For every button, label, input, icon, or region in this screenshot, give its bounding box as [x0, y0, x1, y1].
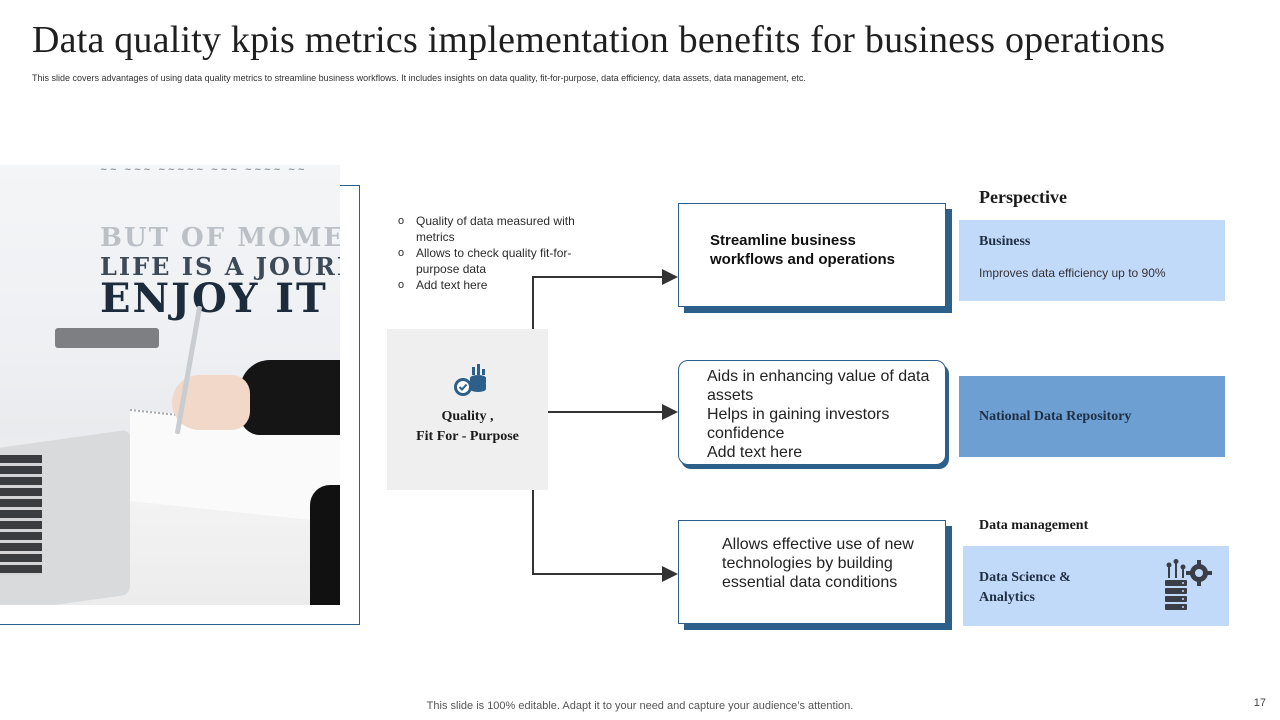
slide-title: Data quality kpis metrics implementation… — [32, 19, 1166, 61]
writing-photo: ~~ ~~~ ~~~~~ ~~~ ~~~~ ~~ BUT OF MOMENT L… — [0, 165, 340, 605]
panel-data-science: Data Science & Analytics — [963, 546, 1229, 626]
quality-box: Quality , Fit For - Purpose — [387, 329, 548, 490]
bullet-item: Add text here — [398, 277, 578, 293]
phone — [55, 328, 159, 348]
card-text: Aids in enhancing value of data assets H… — [707, 367, 942, 462]
card-streamline: Streamline business workflows and operat… — [678, 203, 946, 307]
card-line: Helps in gaining investors confidence — [707, 406, 890, 442]
panel-national-data-repository: National Data Repository — [959, 376, 1225, 457]
panel-business: Business Improves data efficiency up to … — [959, 220, 1225, 301]
card-line: Aids in enhancing value of data assets — [707, 368, 930, 404]
wall-text-line-3: ENJOY IT — [100, 275, 328, 322]
wall-faint-text: ~~ ~~~ ~~~~~ ~~~ ~~~~ ~~ — [100, 165, 307, 175]
card-technologies: Allows effective use of new technologies… — [678, 520, 946, 624]
bullet-item: Quality of data measured with metrics — [398, 213, 578, 245]
quality-label: Quality , Fit For - Purpose — [387, 407, 548, 447]
wall-text-line-1: BUT OF MOMENT — [100, 223, 340, 253]
server-gear-icon — [1165, 559, 1212, 610]
connector-bottom — [532, 490, 678, 582]
laptop-keyboard — [0, 455, 42, 575]
quality-label-line1: Quality , — [441, 409, 494, 424]
panel-body: Improves data efficiency up to 90% — [979, 266, 1166, 280]
database-quality-badge-icon — [454, 364, 486, 396]
wall-text-line-2: LIFE IS A JOURNEY — [100, 252, 340, 281]
card-text: Allows effective use of new technologies… — [722, 536, 914, 591]
panel-title: National Data Repository — [979, 409, 1132, 424]
bullet-item: Allows to check quality fit-for-purpose … — [398, 245, 578, 277]
data-management-heading: Data management — [979, 518, 1089, 533]
slide-subtitle: This slide covers advantages of using da… — [32, 73, 806, 83]
quality-label-line2: Fit For - Purpose — [416, 429, 519, 444]
perspective-heading: Perspective — [979, 187, 1067, 207]
sleeve — [240, 360, 340, 435]
card-text: Streamline business workflows and operat… — [710, 232, 896, 268]
card-value-assets: Aids in enhancing value of data assets H… — [678, 360, 946, 465]
bullet-list: Quality of data measured with metrics Al… — [398, 213, 578, 293]
footer-text: This slide is 100% editable. Adapt it to… — [426, 700, 854, 712]
panel-title: Business — [979, 234, 1031, 249]
dark-object — [310, 485, 340, 605]
card-line: Add text here — [707, 444, 803, 461]
connector-top — [532, 269, 678, 329]
panel-title: Data Science & Analytics — [979, 570, 1071, 605]
page-number: 17 — [1253, 697, 1266, 709]
footer-note: This slide is 100% editable. Adapt it to… — [0, 700, 1280, 712]
